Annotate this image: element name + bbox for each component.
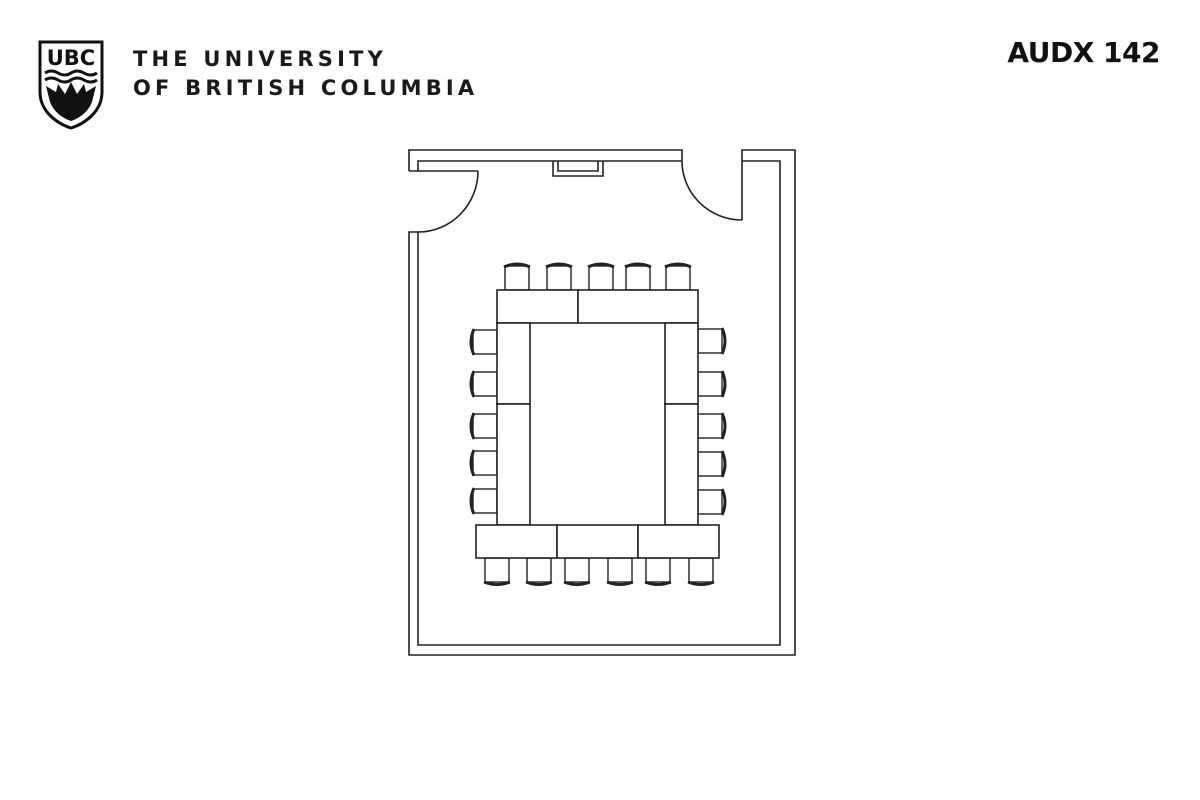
door-left <box>417 170 479 233</box>
room-code: AUDX 142 <box>1007 36 1160 69</box>
chairs-bottom <box>483 557 715 586</box>
walls <box>408 149 796 656</box>
table-left-2 <box>496 403 531 526</box>
table-bottom-1 <box>475 524 558 559</box>
table-bottom-3 <box>637 524 720 559</box>
table-right-1 <box>664 322 699 405</box>
wordmark-line-2: OF BRITISH COLUMBIA <box>133 76 479 100</box>
ubc-crest-logo: UBC <box>38 40 104 130</box>
chairs-top <box>503 262 692 291</box>
table-right-2 <box>664 403 699 526</box>
wordmark-line-1: THE UNIVERSITY <box>133 47 388 71</box>
svg-text:UBC: UBC <box>47 46 95 70</box>
ubc-crest-icon: UBC <box>38 40 104 130</box>
table-top-2 <box>577 289 699 324</box>
table-top-1 <box>496 289 579 324</box>
table-left-1 <box>496 322 531 405</box>
door-right <box>681 160 743 221</box>
chairs-right <box>697 327 727 516</box>
university-wordmark: THE UNIVERSITY OF BRITISH COLUMBIA <box>133 45 478 103</box>
tables <box>475 289 720 559</box>
table-bottom-2 <box>556 524 639 559</box>
chairs-left <box>469 328 498 515</box>
